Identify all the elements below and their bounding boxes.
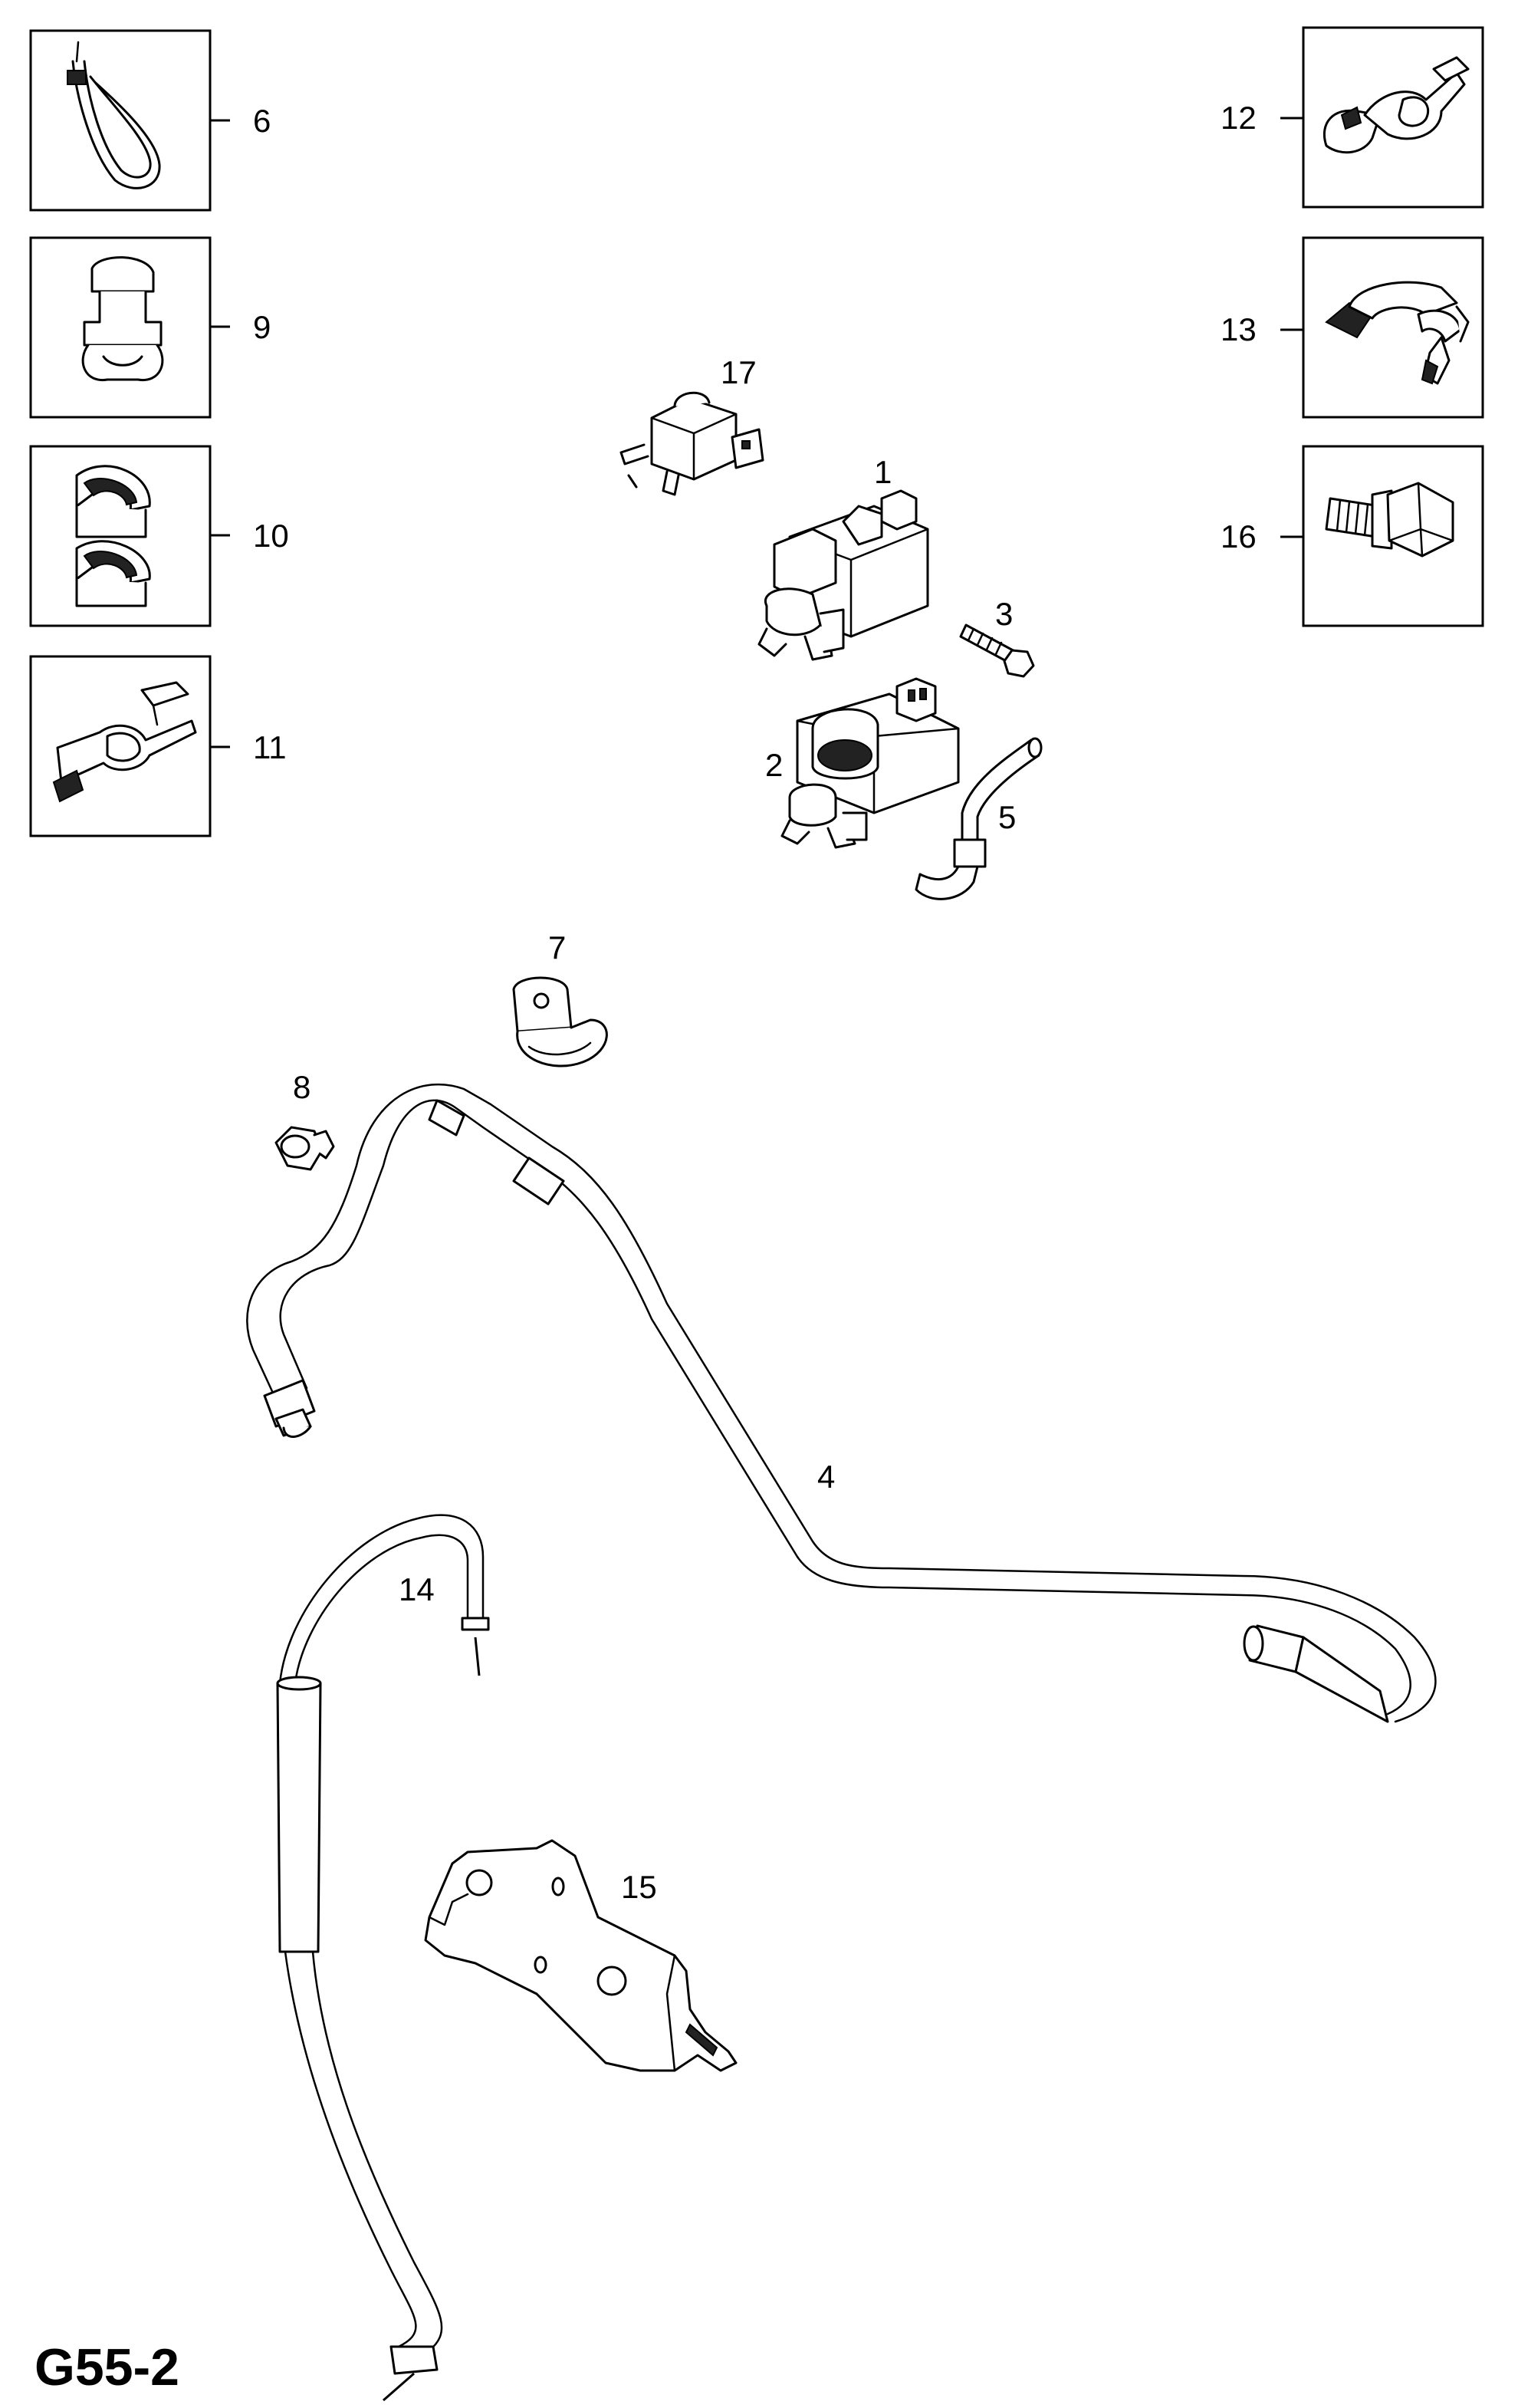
bracket-icon: [424, 1839, 738, 2072]
label-3: 3: [995, 596, 1013, 632]
label-6: 6: [253, 103, 271, 139]
clip-icon: [81, 256, 164, 381]
label-7: 7: [548, 929, 566, 966]
label-8: 8: [293, 1069, 310, 1105]
label-2: 2: [765, 747, 783, 783]
part-7-p-clip: 7: [512, 929, 608, 1067]
hose-clip-icon: [52, 681, 197, 803]
solenoid-valve-icon: [619, 391, 764, 496]
solenoid-valve-icon: [780, 677, 960, 849]
part-15-bracket: 15: [424, 1839, 738, 2072]
nut-icon: [274, 1126, 335, 1171]
part-1-solenoid-valve: 1: [757, 454, 929, 661]
hose-icon: [915, 737, 1043, 900]
label-5: 5: [998, 799, 1016, 835]
pipe-icon: [246, 1083, 1437, 1723]
label-10: 10: [253, 518, 289, 554]
bolt-icon: [959, 623, 1035, 678]
label-13: 13: [1221, 311, 1257, 347]
part-9-clip-box: 9: [29, 236, 271, 419]
clip-icon: [1325, 281, 1470, 385]
part-12-hose-clip-box: 12: [1221, 26, 1484, 209]
label-11: 11: [253, 729, 287, 765]
part-8-flange-nut: 8: [274, 1069, 335, 1171]
solenoid-valve-icon: [757, 489, 929, 661]
part-13-clip-box: 13: [1221, 236, 1484, 419]
part-6-cable-tie-box: 6: [29, 29, 271, 212]
part-16-bolt-box: 16: [1221, 445, 1484, 627]
p-clip-icon: [512, 976, 608, 1067]
label-1: 1: [874, 454, 892, 490]
label-9: 9: [253, 309, 271, 345]
label-12: 12: [1221, 100, 1257, 136]
part-14-vacuum-hose: 14: [276, 1514, 490, 2402]
part-10-double-clip-box: 10: [29, 445, 289, 627]
bolt-icon: [1325, 482, 1454, 558]
hose-icon: [276, 1514, 490, 2402]
part-3-bolt: 3: [959, 596, 1035, 678]
label-16: 16: [1221, 518, 1257, 554]
cable-tie-icon: [67, 41, 161, 189]
label-17: 17: [721, 354, 757, 390]
label-15: 15: [621, 1869, 657, 1905]
part-11-hose-clip-box: 11: [29, 655, 287, 837]
label-4: 4: [817, 1459, 835, 1495]
part-17-solenoid-valve: 17: [619, 354, 764, 496]
part-2-solenoid-valve: 2: [765, 677, 960, 849]
double-clip-icon: [75, 465, 151, 607]
part-4-vacuum-pipe: 4: [246, 1083, 1437, 1723]
label-14: 14: [399, 1571, 435, 1607]
diagram-code: G55-2: [34, 2338, 179, 2396]
part-5-vacuum-hose: 5: [915, 737, 1043, 900]
hose-clip-icon: [1322, 56, 1470, 154]
